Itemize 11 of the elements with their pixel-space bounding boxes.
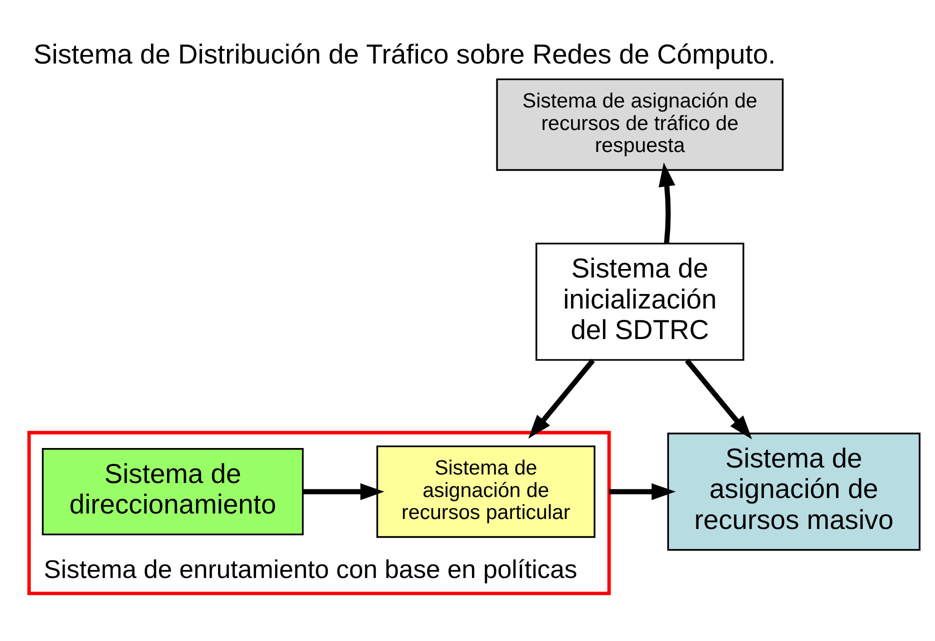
arrow — [609, 482, 676, 500]
arrow — [684, 358, 752, 439]
node-box: Sistema de asignación de recursos masivo — [667, 432, 920, 550]
arrow — [528, 358, 595, 438]
arrow — [658, 162, 676, 243]
diagram-title: Sistema de Distribución de Tráfico sobre Redes de Cómputo. — [34, 38, 776, 70]
node-box: Sistema de asignación de recursos particular — [376, 444, 596, 538]
node-box: Sistema de direccionamiento — [42, 448, 304, 535]
arrow — [303, 482, 384, 500]
node-box: Sistema de inicialización del SDTRC — [536, 242, 744, 360]
node-box: Sistema de asignación de recursos de tráfico de respuesta — [496, 78, 784, 170]
